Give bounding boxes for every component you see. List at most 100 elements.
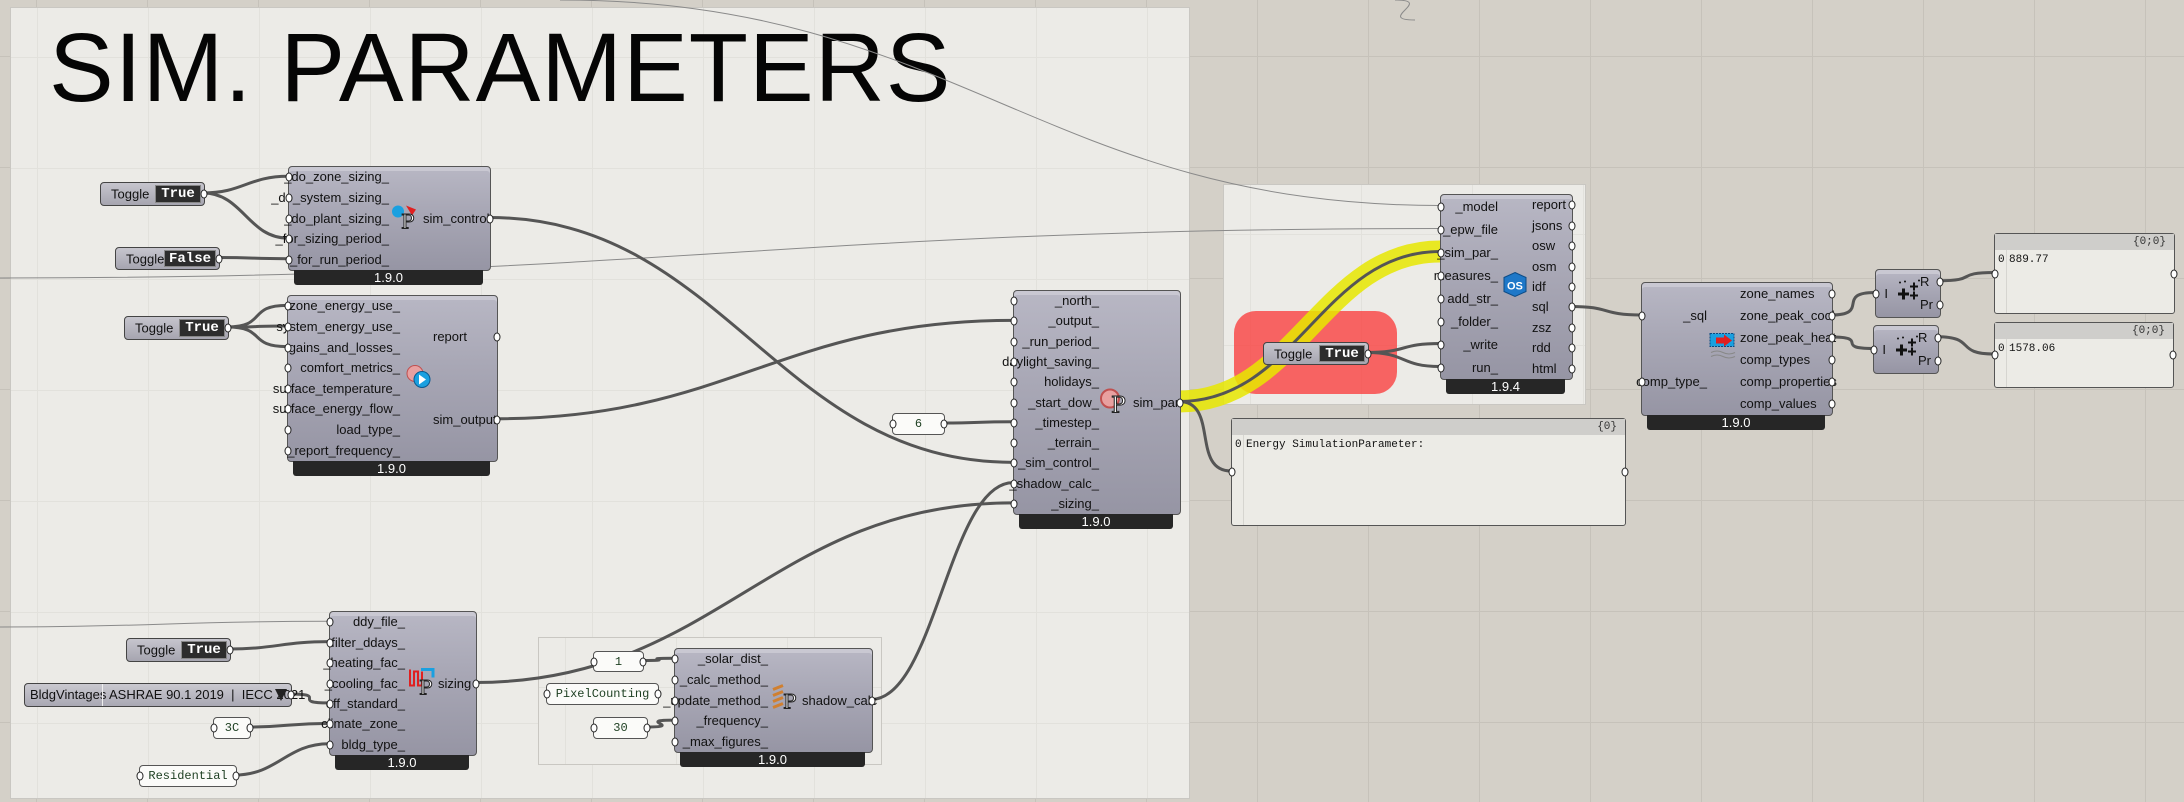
timestep-panel[interactable]: 6 bbox=[889, 413, 948, 435]
output-port[interactable] bbox=[2169, 350, 2177, 360]
bldg-type-panel[interactable]: Residential bbox=[136, 765, 240, 787]
input-port[interactable] bbox=[1991, 350, 1999, 360]
output-port[interactable] bbox=[1828, 399, 1836, 409]
sim-control-component[interactable]: _do_zone_sizing__do_system_sizing__do_pl… bbox=[271, 166, 494, 271]
solar-dist-panel[interactable]: 1 bbox=[590, 651, 647, 672]
sim-par-component[interactable]: _north__output__run_period_daylight_savi… bbox=[1002, 290, 1184, 515]
output-port[interactable] bbox=[1568, 364, 1576, 374]
toggle-value[interactable]: False bbox=[164, 250, 216, 267]
input-port[interactable] bbox=[285, 214, 293, 223]
input-port[interactable] bbox=[284, 301, 292, 311]
input-port[interactable] bbox=[1010, 479, 1018, 489]
input-port[interactable] bbox=[671, 675, 679, 685]
run-component[interactable]: _model_epw_file_sim_par_measures_add_str… bbox=[1434, 194, 1576, 380]
input-port[interactable] bbox=[1010, 499, 1018, 509]
output-port[interactable] bbox=[1936, 300, 1944, 310]
input-port[interactable] bbox=[671, 654, 679, 664]
input-port[interactable] bbox=[284, 425, 292, 435]
input-port[interactable] bbox=[326, 699, 334, 709]
output-port[interactable] bbox=[868, 696, 876, 705]
input-port[interactable] bbox=[284, 446, 292, 456]
output-port[interactable] bbox=[1936, 277, 1944, 287]
input-port[interactable] bbox=[326, 719, 334, 729]
input-port[interactable] bbox=[1638, 377, 1646, 387]
output-port[interactable] bbox=[1568, 262, 1576, 272]
input-port[interactable] bbox=[590, 657, 598, 666]
output-port[interactable] bbox=[200, 189, 208, 199]
output-port[interactable] bbox=[1568, 323, 1576, 333]
output-port[interactable] bbox=[226, 645, 234, 655]
input-port[interactable] bbox=[671, 737, 679, 747]
toggle-value[interactable]: True bbox=[179, 319, 225, 337]
input-port[interactable] bbox=[284, 322, 292, 332]
input-port[interactable] bbox=[1872, 289, 1880, 298]
toggle-value[interactable]: True bbox=[1319, 345, 1365, 362]
shadow-calc-component[interactable]: _solar_dist__calc_method__update_method_… bbox=[663, 648, 877, 753]
output-port[interactable] bbox=[940, 419, 948, 429]
output-port[interactable] bbox=[1568, 200, 1576, 210]
input-port[interactable] bbox=[543, 689, 551, 699]
input-port[interactable] bbox=[284, 343, 292, 353]
sizing-component[interactable]: ddy_file_filter_ddays__heating_fac__cool… bbox=[321, 611, 480, 756]
input-port[interactable] bbox=[326, 638, 334, 648]
output-port[interactable] bbox=[287, 690, 295, 700]
input-port[interactable] bbox=[326, 679, 334, 688]
output-port[interactable] bbox=[246, 723, 254, 733]
output-port[interactable] bbox=[215, 254, 223, 263]
frequency-panel[interactable]: 30 bbox=[590, 717, 651, 739]
toggle-value[interactable]: True bbox=[155, 185, 201, 203]
input-port[interactable] bbox=[1010, 377, 1018, 387]
input-port[interactable] bbox=[285, 234, 293, 244]
input-port[interactable] bbox=[1437, 202, 1445, 211]
output-port[interactable] bbox=[1934, 356, 1942, 366]
calc-method-panel[interactable]: PixelCounting bbox=[543, 683, 662, 705]
input-port[interactable] bbox=[1010, 357, 1018, 367]
input-port[interactable] bbox=[1437, 340, 1445, 349]
input-port[interactable] bbox=[1437, 225, 1445, 234]
output-port[interactable] bbox=[1828, 355, 1836, 365]
input-port[interactable] bbox=[285, 255, 293, 265]
output-port[interactable] bbox=[1364, 349, 1372, 358]
input-port[interactable] bbox=[1010, 398, 1018, 407]
input-port[interactable] bbox=[1228, 467, 1236, 477]
output-port[interactable] bbox=[486, 214, 494, 223]
output-port[interactable] bbox=[1568, 343, 1576, 353]
input-port[interactable] bbox=[1991, 269, 1999, 278]
output-port[interactable] bbox=[643, 723, 651, 733]
input-port[interactable] bbox=[326, 617, 334, 627]
output-port[interactable] bbox=[1828, 377, 1836, 387]
output-port[interactable] bbox=[1568, 302, 1576, 312]
input-port[interactable] bbox=[284, 404, 292, 414]
input-port[interactable] bbox=[1638, 311, 1646, 321]
output-port[interactable] bbox=[1828, 311, 1836, 321]
dropdown-arrow-icon[interactable] bbox=[275, 689, 287, 701]
output-port[interactable] bbox=[493, 415, 501, 425]
output-port[interactable] bbox=[1568, 221, 1576, 231]
toggle-value[interactable]: True bbox=[181, 641, 227, 659]
input-port[interactable] bbox=[1010, 337, 1018, 347]
output-port[interactable] bbox=[1828, 333, 1836, 343]
climate-zone-panel[interactable]: 3C bbox=[210, 717, 254, 739]
output-port[interactable] bbox=[1828, 289, 1836, 299]
sim-output-component[interactable]: zone_energy_use_system_energy_use_gains_… bbox=[273, 295, 501, 462]
output-port[interactable] bbox=[1176, 398, 1184, 407]
input-port[interactable] bbox=[285, 193, 293, 203]
output-port[interactable] bbox=[1934, 333, 1942, 343]
output-port[interactable] bbox=[232, 771, 240, 781]
input-port[interactable] bbox=[1010, 316, 1018, 326]
input-port[interactable] bbox=[1870, 345, 1878, 354]
input-port[interactable] bbox=[136, 771, 144, 781]
input-port[interactable] bbox=[1437, 317, 1445, 326]
input-port[interactable] bbox=[671, 696, 679, 705]
input-port[interactable] bbox=[1437, 248, 1445, 257]
input-port[interactable] bbox=[284, 384, 292, 394]
